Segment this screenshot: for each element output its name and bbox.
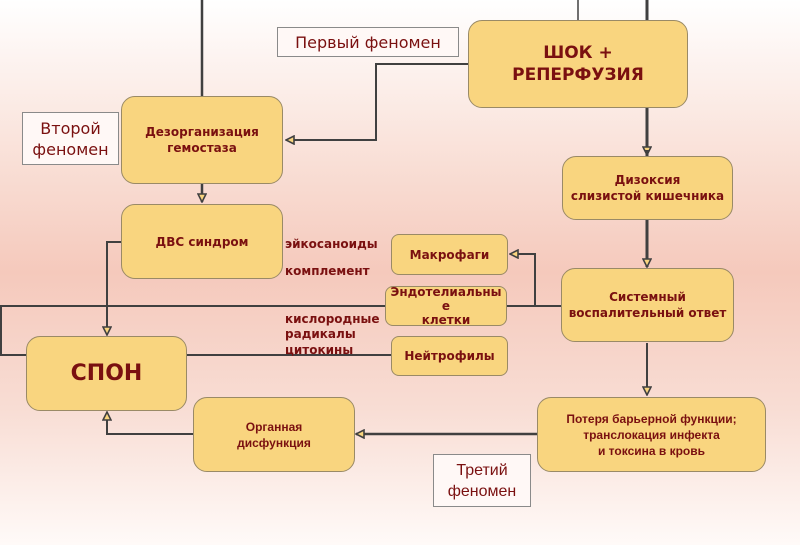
label-first-phenomenon: Первый феномен	[277, 27, 459, 57]
arrow-organ-to-mods	[107, 412, 193, 435]
box-mucosa-dysoxia: Дизоксия слизистой кишечника	[562, 156, 733, 220]
mediator-complement: комплемент	[285, 264, 370, 278]
box-dic-syndrome: ДВС синдром	[121, 204, 283, 279]
box-systemic-inflammatory-response: Системный воспалительный ответ	[561, 268, 734, 342]
box-organ-dysfunction: Органная дисфункция	[193, 397, 355, 472]
label-second-phenomenon: Второй феномен	[22, 112, 119, 165]
arrow-sirs-to-macrophages	[510, 254, 536, 306]
box-neutrophils: Нейтрофилы	[391, 336, 508, 376]
mediator-eicosanoids: эйкосаноиды	[285, 237, 378, 251]
mediator-oxygen-radicals: кислородные радикалы	[285, 312, 380, 341]
arrow-shock-to-hemostasis	[286, 63, 468, 140]
box-endothelial-cells: Эндотелиальны е клетки	[385, 285, 507, 327]
box-hemostasis-disorganization: Дезорганизация гемостаза	[121, 96, 283, 184]
label-third-phenomenon: Третий феномен	[433, 454, 531, 507]
box-shock-reperfusion: ШОК + РЕПЕРФУЗИЯ	[468, 20, 688, 108]
arrow-dic-to-mods	[107, 241, 121, 335]
mediator-cytokines: цитокины	[285, 343, 354, 357]
box-macrophages: Макрофаги	[391, 234, 508, 275]
box-barrier-function-loss: Потеря барьерной функции; транслокация и…	[537, 397, 766, 472]
box-mods: СПОН	[26, 336, 187, 411]
